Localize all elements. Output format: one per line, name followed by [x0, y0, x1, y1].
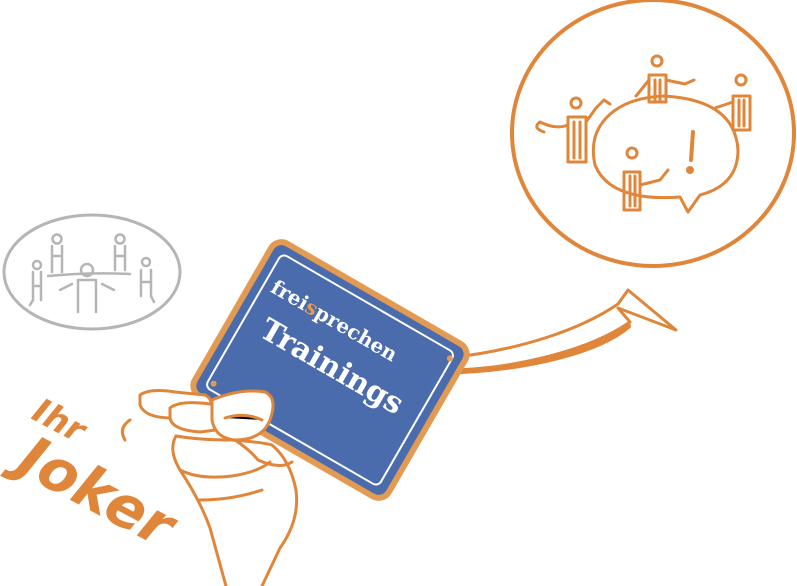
small-meeting-group-icon [2, 213, 182, 331]
trainings-card[interactable]: freisprechen Trainings [189, 238, 471, 502]
discussion-group-icon [510, 0, 796, 268]
tagline-line2: Joker [0, 418, 189, 562]
curved-arrow-icon [437, 288, 678, 375]
card-corner-dot [446, 355, 453, 362]
hand-holding-card-icon [120, 389, 299, 586]
card-corner-dot [210, 380, 217, 387]
